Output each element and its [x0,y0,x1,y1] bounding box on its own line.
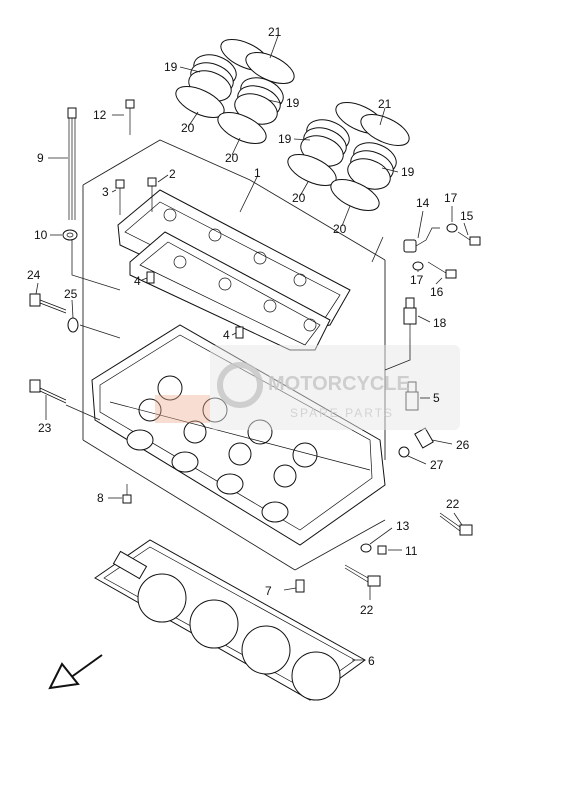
callout-27: 27 [430,458,444,472]
callout-9: 9 [37,151,44,165]
head-assembly-outline [82,139,386,571]
leader-lines [35,35,469,661]
intake-boot-group-left [175,39,295,144]
callout-17a: 17 [444,191,458,205]
intake-boot-group-right [287,102,410,211]
oil-pipe-14 [403,227,440,253]
callout-20b: 20 [225,151,239,165]
dowel-pin-7 [295,579,305,593]
spark-plug-18 [403,297,417,338]
callout-19d: 19 [401,165,415,179]
callout-19b: 19 [286,96,300,110]
callout-15: 15 [460,209,474,223]
front-direction-arrow-icon [48,654,103,690]
callout-11: 11 [405,544,418,558]
callout-3: 3 [102,185,109,199]
bolt-8 [122,484,132,504]
watermark: MOTORCYCLE SPARE PARTS [155,345,460,430]
dowel-pin-4b [235,326,244,339]
washer-13 [360,543,372,553]
callout-8: 8 [97,491,104,505]
bolt-12 [125,99,135,135]
callout-17b: 17 [410,273,424,287]
callout-23: 23 [38,421,52,435]
bolt-11 [377,545,387,555]
callout-22b: 22 [360,603,374,617]
callout-13: 13 [396,519,410,533]
bolt-24 [29,293,67,314]
callout-4b: 4 [223,328,230,342]
dowel-pin-4a [146,271,155,284]
callout-5: 5 [433,391,440,405]
bolt-22-lower [344,564,381,587]
cylinder-head-gasket [94,539,366,701]
watermark-sub-text: SPARE PARTS [290,406,394,420]
callout-20a: 20 [181,121,195,135]
callout-4a: 4 [134,274,141,288]
washer-25 [67,317,79,333]
callout-20d: 20 [333,222,347,236]
callout-19c: 19 [278,132,292,146]
bolt-2 [147,177,157,212]
callout-14: 14 [416,196,430,210]
head-bolt-long [67,107,77,220]
bolt-22-right [439,512,473,536]
callout-26: 26 [456,438,470,452]
callout-2: 2 [169,167,176,181]
washer-10 [62,229,78,241]
bolt-23 [29,379,67,404]
cylinder-head-body [91,324,386,546]
sensor-5 [405,381,419,411]
callout-25: 25 [64,287,78,301]
camshaft-holder [117,189,351,351]
washer-27 [398,446,410,458]
temp-sensor-26 [414,427,434,449]
callout-22a: 22 [446,497,460,511]
callout-12: 12 [93,108,107,122]
callout-24: 24 [27,268,41,282]
callout-19a: 19 [164,60,178,74]
watermark-main-text: MOTORCYCLE [268,373,410,395]
callout-1: 1 [254,166,261,180]
bolt-16 [427,261,457,279]
callout-20c: 20 [292,191,306,205]
bolt-15 [457,231,481,246]
callout-7: 7 [265,584,272,598]
callout-21b: 21 [378,97,392,111]
callout-10: 10 [34,228,48,242]
bolt-3 [115,179,125,215]
callout-21a: 21 [268,25,282,39]
callout-16: 16 [430,285,444,299]
callout-18: 18 [433,316,447,330]
callout-6: 6 [368,654,375,668]
callout-labels: 1 2 3 4 4 5 6 7 8 9 10 11 12 13 14 15 16… [27,25,474,668]
